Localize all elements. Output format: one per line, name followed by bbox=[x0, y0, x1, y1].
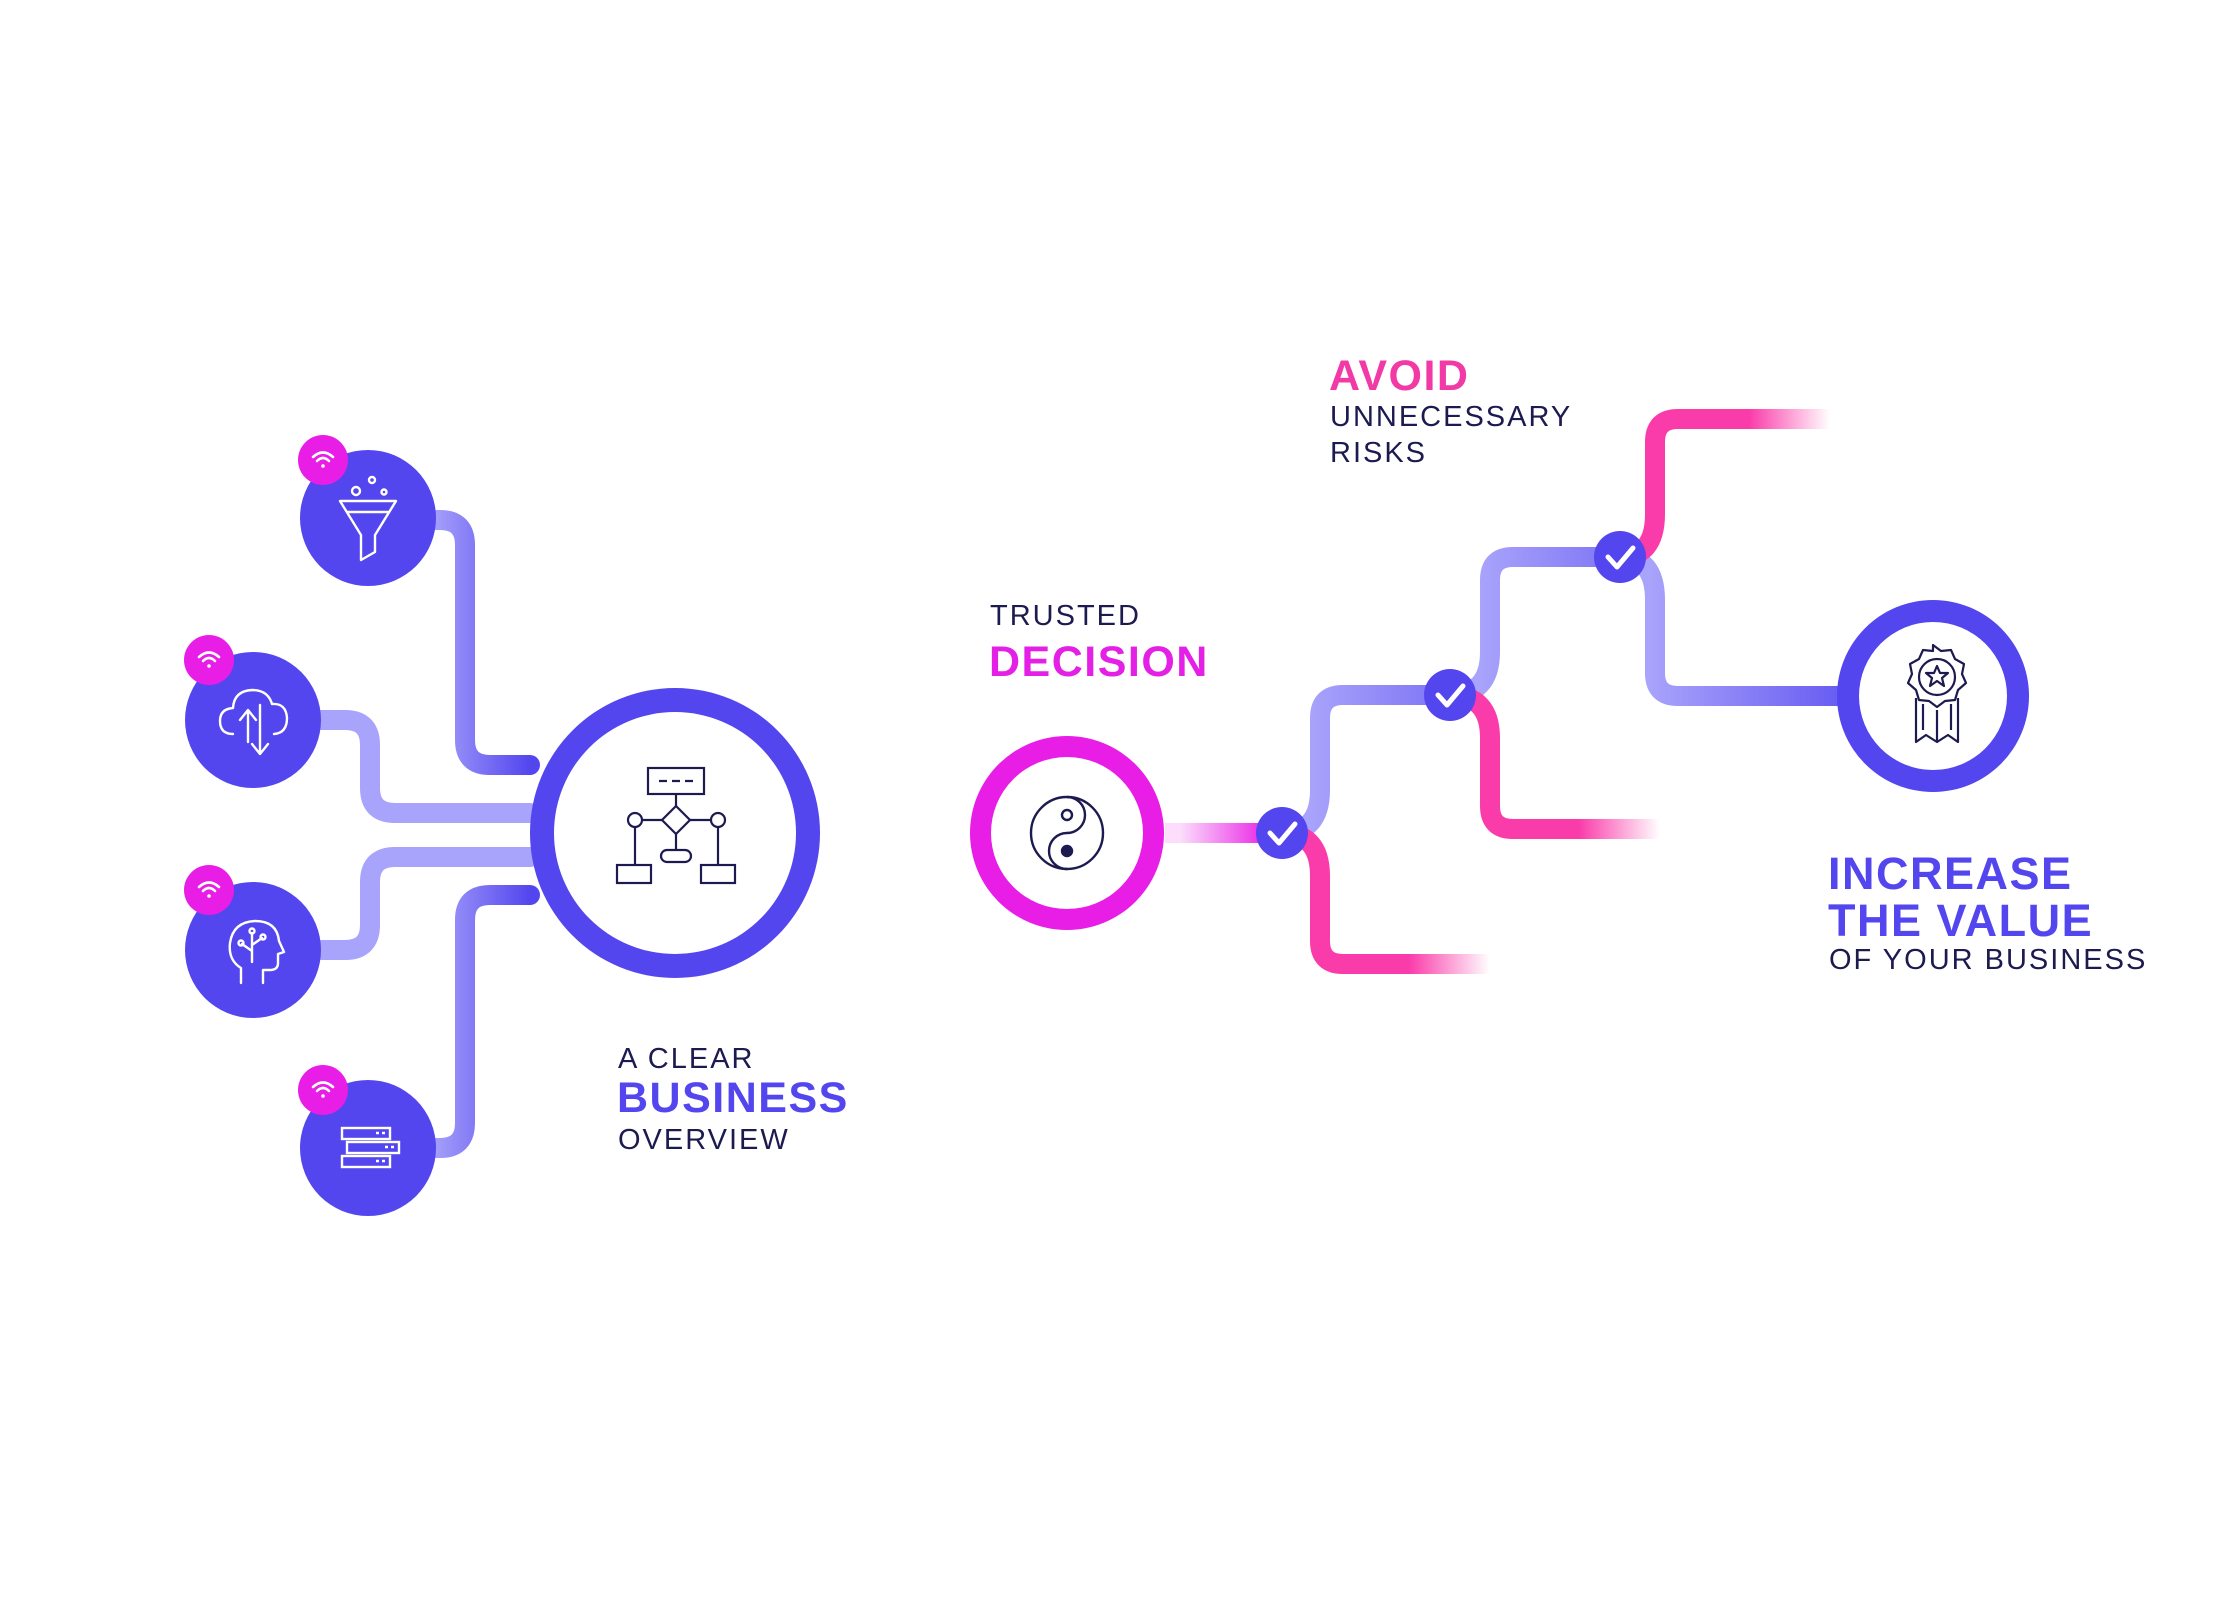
yin-yang-icon bbox=[1029, 795, 1105, 871]
value-label-line3: OF YOUR BUSINESS bbox=[1829, 944, 2148, 976]
cloud-sync-icon bbox=[218, 688, 289, 756]
overview-label-line2: BUSINESS bbox=[617, 1074, 849, 1122]
wifi-icon bbox=[311, 451, 335, 468]
check-icon bbox=[1605, 545, 1636, 570]
source-node-2[interactable] bbox=[185, 652, 321, 788]
checkpoint-2[interactable] bbox=[1424, 669, 1476, 721]
flowchart-icon bbox=[615, 766, 737, 885]
check-icon bbox=[1267, 821, 1298, 846]
wifi-icon bbox=[311, 1081, 335, 1098]
source-node-3[interactable] bbox=[185, 882, 321, 1018]
value-label-line1: INCREASE bbox=[1828, 848, 2073, 899]
source-badges bbox=[184, 435, 348, 1115]
wifi-icon bbox=[197, 881, 221, 898]
check-icon bbox=[1435, 683, 1466, 708]
wifi-badge-2 bbox=[184, 635, 234, 685]
wifi-badge-3 bbox=[184, 865, 234, 915]
source-connectors bbox=[305, 510, 540, 1158]
decision-label-line2: DECISION bbox=[989, 638, 1209, 686]
risks-label-line3: RISKS bbox=[1330, 437, 1428, 469]
value-label-line2: THE VALUE bbox=[1828, 895, 2094, 946]
decision-node[interactable] bbox=[970, 736, 1164, 930]
overview-label-line1: A CLEAR bbox=[618, 1043, 755, 1075]
value-node[interactable] bbox=[1837, 600, 2029, 792]
checkpoint-3[interactable] bbox=[1594, 531, 1646, 583]
checkpoint-1[interactable] bbox=[1256, 807, 1308, 859]
overview-label-line3: OVERVIEW bbox=[618, 1124, 790, 1156]
server-stack-icon bbox=[340, 1126, 401, 1169]
wifi-icon bbox=[197, 651, 221, 668]
hub-node[interactable] bbox=[530, 688, 820, 978]
filter-funnel-icon bbox=[338, 475, 398, 562]
wifi-badge-1 bbox=[298, 435, 348, 485]
risks-label-line2: UNNECESSARY bbox=[1330, 401, 1573, 433]
award-badge-icon bbox=[1906, 643, 1968, 744]
ai-head-icon bbox=[228, 919, 286, 985]
source-node-4[interactable] bbox=[300, 1080, 436, 1216]
source-node-1[interactable] bbox=[300, 450, 436, 586]
risks-label-line1: AVOID bbox=[1329, 352, 1470, 400]
wifi-badge-4 bbox=[298, 1065, 348, 1115]
branch-paths bbox=[1272, 409, 1850, 974]
decision-label-line1: TRUSTED bbox=[990, 600, 1141, 632]
